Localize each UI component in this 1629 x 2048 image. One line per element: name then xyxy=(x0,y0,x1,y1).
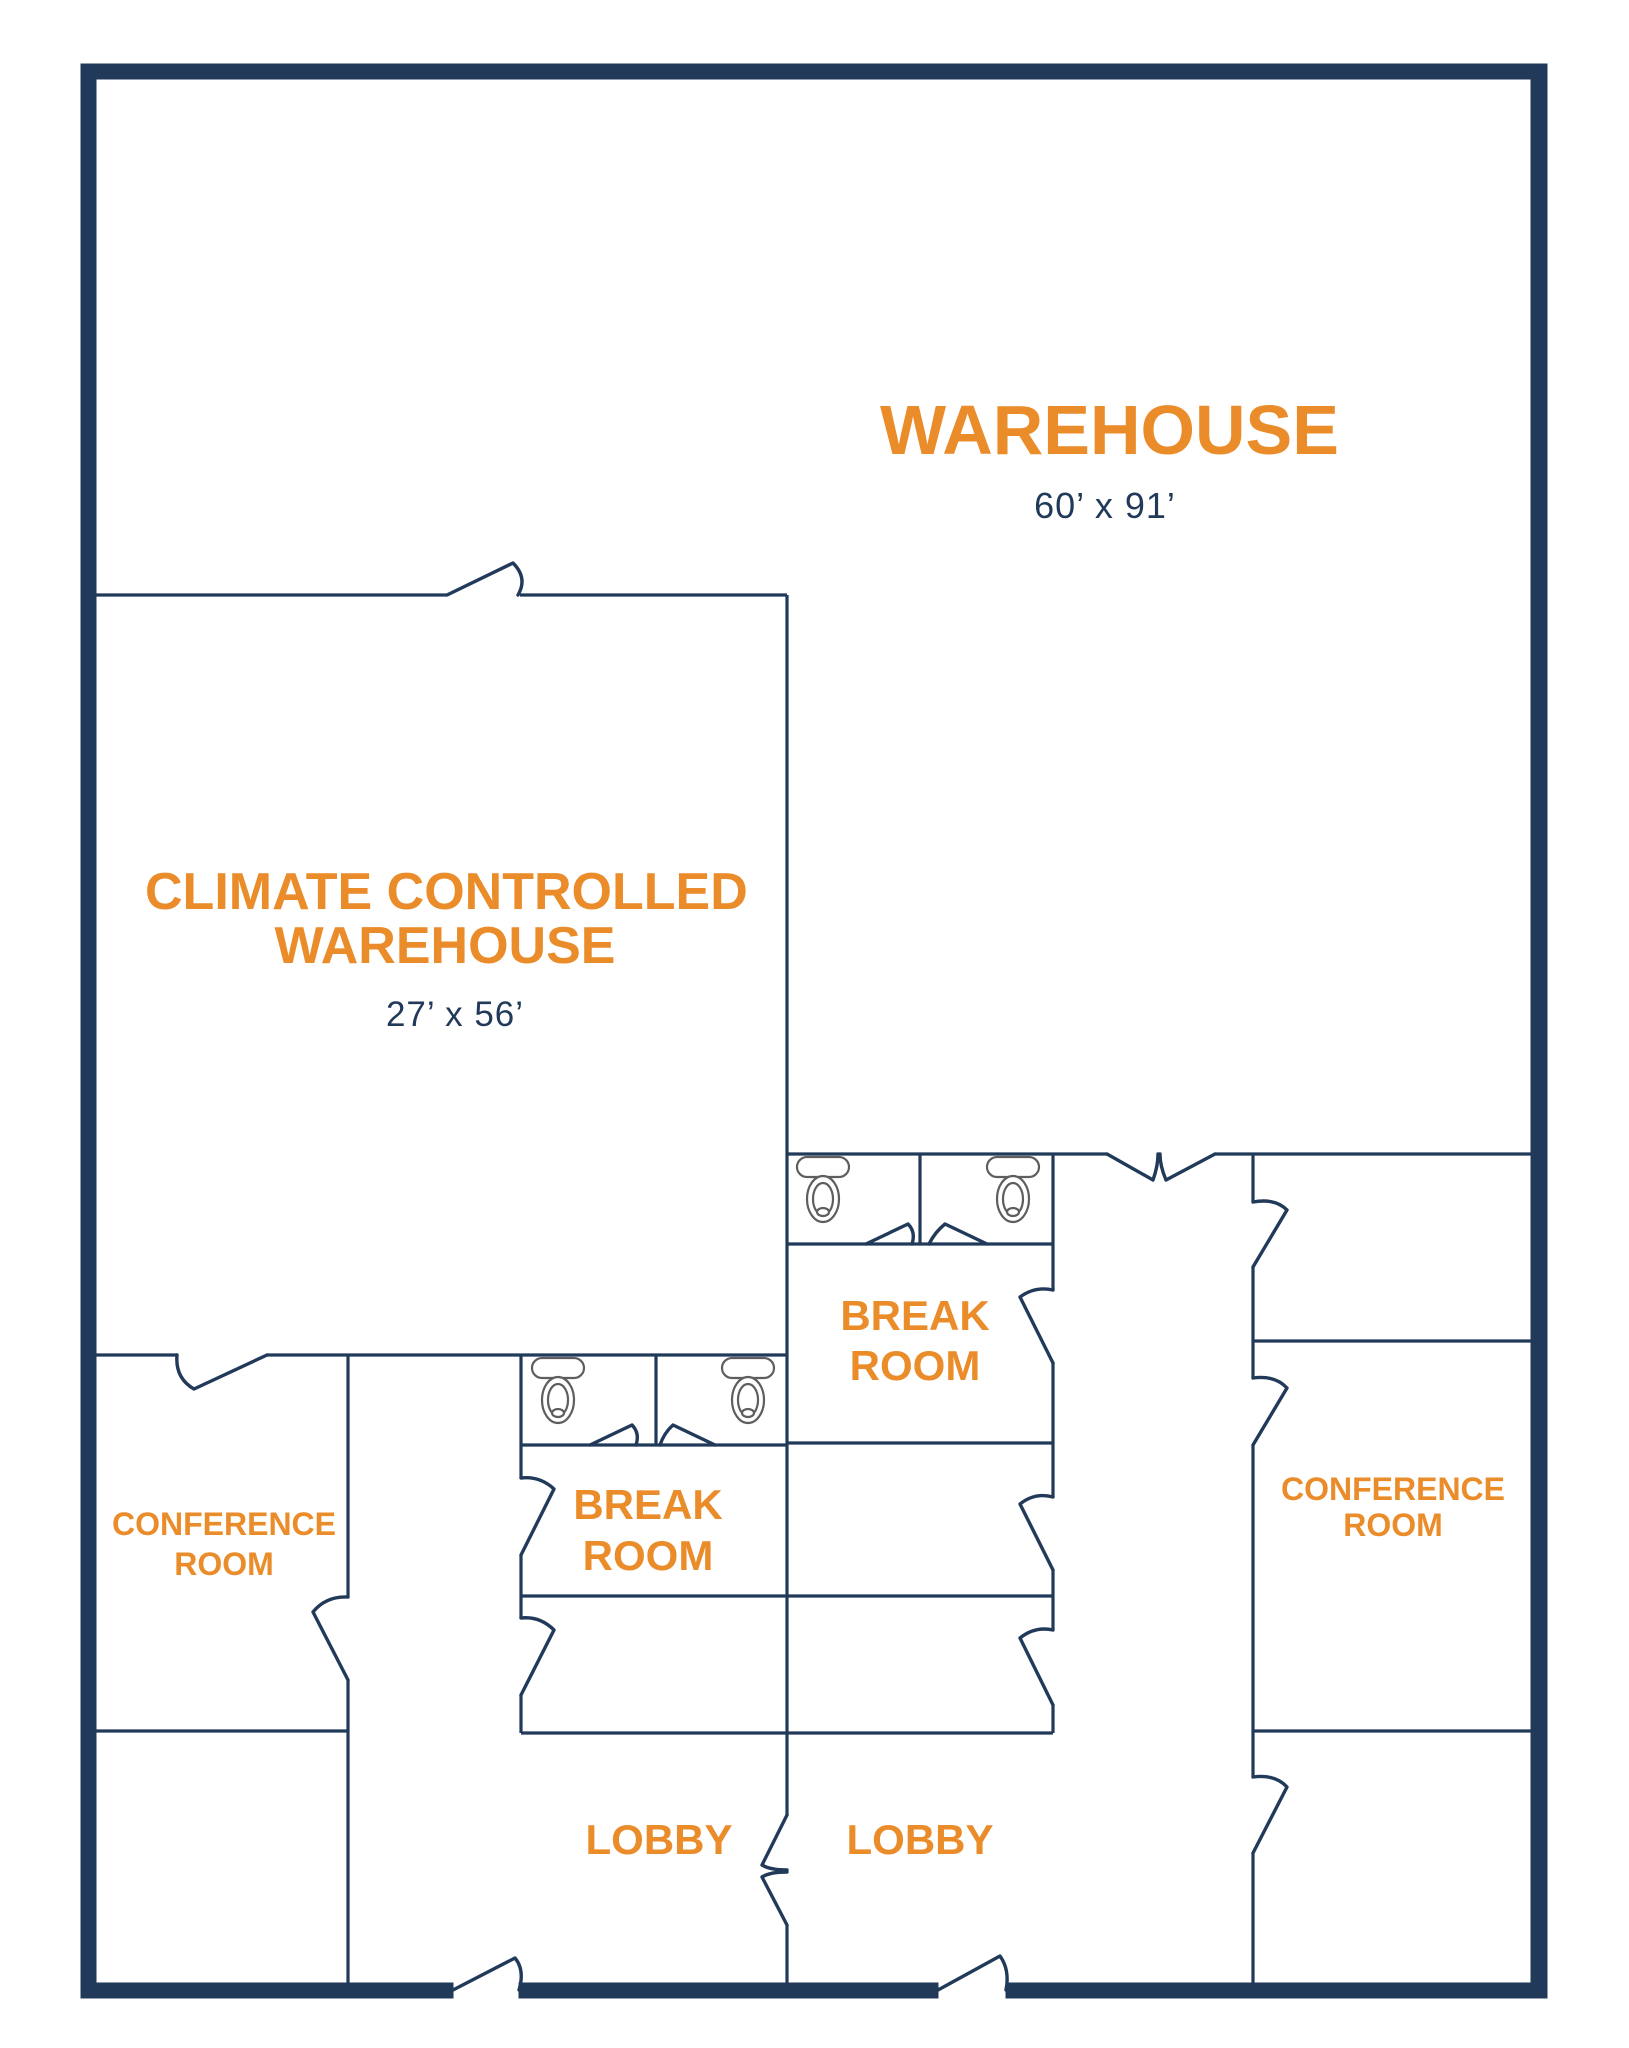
door-break-lower xyxy=(519,1476,556,1557)
climate-controlled-label-line1: CLIMATE CONTROLLED xyxy=(145,863,748,921)
toilet-icon xyxy=(530,1356,586,1425)
door-restroom-3 xyxy=(588,1423,640,1447)
doors xyxy=(175,561,1289,1992)
break-room-upper-line2: ROOM xyxy=(849,1342,981,1389)
climate-controlled-label-line2: WAREHOUSE xyxy=(274,917,616,975)
conference-room-right-line2: ROOM xyxy=(1343,1507,1443,1543)
door-break-upper xyxy=(1018,1287,1055,1365)
warehouse-label: WAREHOUSE xyxy=(880,391,1339,469)
conference-room-left-line2: ROOM xyxy=(174,1546,274,1582)
door-right-room-2 xyxy=(1251,1375,1289,1447)
break-room-lower-line1: BREAK xyxy=(573,1481,723,1528)
toilet-icon xyxy=(795,1155,851,1224)
toilet-icon xyxy=(720,1356,776,1425)
door-lower-left-room xyxy=(519,1616,556,1697)
door-restroom-4 xyxy=(658,1423,717,1447)
door-conference-left-top xyxy=(175,1353,269,1391)
door-right-room-3 xyxy=(1251,1774,1289,1855)
entrance-door-right xyxy=(936,1954,1009,1992)
door-center-room xyxy=(1018,1493,1055,1572)
interior-walls xyxy=(96,593,1531,1983)
double-door-warehouse xyxy=(1105,1152,1217,1182)
door-restroom-2 xyxy=(927,1222,989,1246)
warehouse-dimensions: 60’ x 91’ xyxy=(1034,485,1176,526)
door-conference-left-side xyxy=(311,1595,350,1682)
conference-room-left-line1: CONFERENCE xyxy=(111,1506,336,1542)
door-right-room-1 xyxy=(1251,1199,1289,1269)
double-door-lobby xyxy=(760,1813,789,1927)
lobby-left-label: LOBBY xyxy=(585,1816,733,1863)
break-room-upper-line1: BREAK xyxy=(840,1292,990,1339)
conference-room-right-line1: CONFERENCE xyxy=(1280,1471,1505,1507)
door-restroom-1 xyxy=(864,1222,916,1246)
exterior-walls xyxy=(80,63,1548,1999)
door-ccw-top xyxy=(445,561,524,597)
entrance-door-left xyxy=(451,1956,523,1992)
break-room-lower-line2: ROOM xyxy=(582,1532,714,1579)
door-center-lower xyxy=(1018,1627,1055,1707)
lobby-right-label: LOBBY xyxy=(846,1816,994,1863)
climate-controlled-dimensions: 27’ x 56’ xyxy=(385,995,525,1034)
toilet-icon xyxy=(985,1155,1041,1224)
